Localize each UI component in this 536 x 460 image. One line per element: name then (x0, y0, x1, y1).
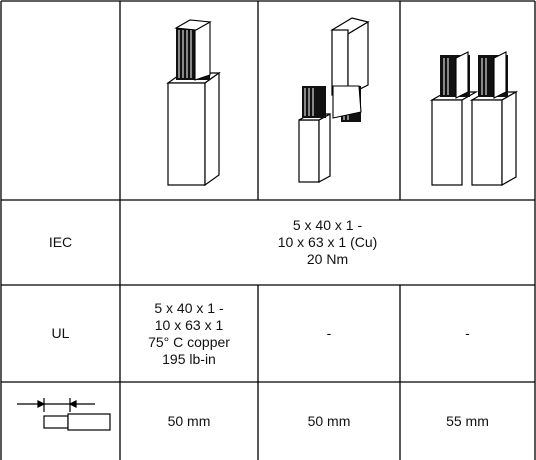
strip-length-icon (17, 398, 111, 431)
strip-length-col2: 50 mm (307, 412, 351, 429)
iec-spec: 5 x 40 x 1 - 10 x 63 x 1 (Cu) 20 Nm (277, 217, 378, 267)
ul-spec-col1: 5 x 40 x 1 - 10 x 63 x 1 75° C copper 19… (148, 299, 230, 367)
strip-length-col3: 55 mm (446, 412, 489, 429)
stacked-busbars-icon (298, 17, 370, 184)
ul-spec-col3: - (465, 325, 470, 341)
single-busbar-icon (166, 19, 221, 187)
row-label-iec: IEC (48, 234, 73, 250)
strip-length-col1: 50 mm (167, 412, 211, 429)
row-label-ul: UL (51, 325, 70, 341)
ul-spec-col2: - (326, 325, 332, 341)
double-busbar-icon (429, 51, 519, 187)
